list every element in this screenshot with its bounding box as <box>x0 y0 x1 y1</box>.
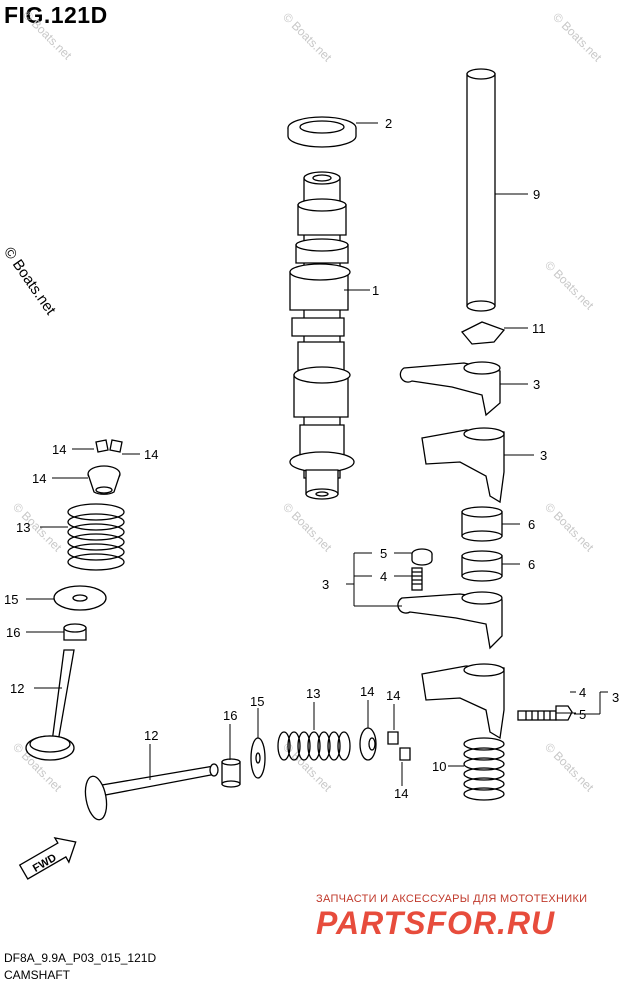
callout-6a: 6 <box>528 517 535 532</box>
callout-5a: 5 <box>380 546 387 561</box>
fwd-arrow: FWD <box>18 836 77 880</box>
callout-1: 1 <box>372 283 379 298</box>
leader-lines <box>26 122 608 786</box>
keeper-bottom <box>387 731 411 761</box>
spring-bottom <box>277 731 351 761</box>
callout-14d: 14 <box>394 786 408 801</box>
figure-caption: CAMSHAFT <box>4 968 70 982</box>
gasket-part <box>460 321 506 345</box>
rocker-arm-3 <box>397 591 503 650</box>
tube-part <box>466 68 496 312</box>
callout-8: 10 <box>432 759 446 774</box>
spring-right <box>463 737 505 801</box>
callout-12a: 13 <box>16 520 30 535</box>
fwd-arrow-label: FWD <box>31 852 59 875</box>
callout-16a: 16 <box>6 625 20 640</box>
bushing-1 <box>461 506 503 542</box>
oil-seal-part <box>287 116 357 148</box>
washer-left <box>53 585 107 611</box>
callout-7: 9 <box>533 187 540 202</box>
nut-upper <box>411 548 433 566</box>
callout-6b: 6 <box>528 557 535 572</box>
retainer-bottom <box>359 727 377 761</box>
figure-code: DF8A_9.9A_P03_015_121D <box>4 951 157 965</box>
camshaft-part <box>289 171 355 500</box>
callout-14c: 14 <box>386 688 400 703</box>
adjust-screw-lower <box>517 710 557 721</box>
callout-5b: 5 <box>579 707 586 722</box>
promo-brand: PARTSFOR.RU <box>316 905 556 941</box>
figure-title: FIG.121D <box>4 2 108 28</box>
callout-labels: 2 1 9 11 3 3 6 6 5 4 3 4 3 5 10 14 14 14… <box>4 116 619 801</box>
callout-13a: 14 <box>32 471 46 486</box>
rocker-arm-2 <box>421 427 505 504</box>
callout-2: 2 <box>385 116 392 131</box>
valve-bottom <box>84 763 219 821</box>
callout-11: 12 <box>144 728 158 743</box>
valve-left <box>25 649 75 761</box>
bushing-2 <box>461 550 503 582</box>
retainer-upper-left <box>87 465 121 495</box>
callout-12b: 13 <box>306 686 320 701</box>
callout-15a: 15 <box>4 592 18 607</box>
rocker-arm-4 <box>421 663 505 740</box>
seal-bottom <box>221 758 241 788</box>
callout-14a: 14 <box>52 442 66 457</box>
callout-13b: 14 <box>360 684 374 699</box>
callout-3b: 3 <box>540 448 547 463</box>
callout-4b: 4 <box>579 685 586 700</box>
callout-16b: 16 <box>223 708 237 723</box>
seal-left <box>63 623 87 641</box>
adjust-screw-upper <box>411 567 423 591</box>
callout-15b: 15 <box>250 694 264 709</box>
callout-3a: 3 <box>533 377 540 392</box>
rocker-arm-1 <box>399 361 501 417</box>
callout-14b: 14 <box>144 447 158 462</box>
callout-3d: 3 <box>612 690 619 705</box>
callout-4a: 4 <box>380 569 387 584</box>
promo-tagline: ЗАПЧАСТИ И АКСЕССУАРЫ ДЛЯ МОТОТЕХНИКИ <box>316 893 588 905</box>
washer-bottom <box>250 737 266 779</box>
keeper-upper-left <box>95 439 123 453</box>
callout-10: 12 <box>10 681 24 696</box>
spring-left <box>67 503 125 571</box>
callout-9: 11 <box>532 321 546 336</box>
callout-3c: 3 <box>322 577 329 592</box>
